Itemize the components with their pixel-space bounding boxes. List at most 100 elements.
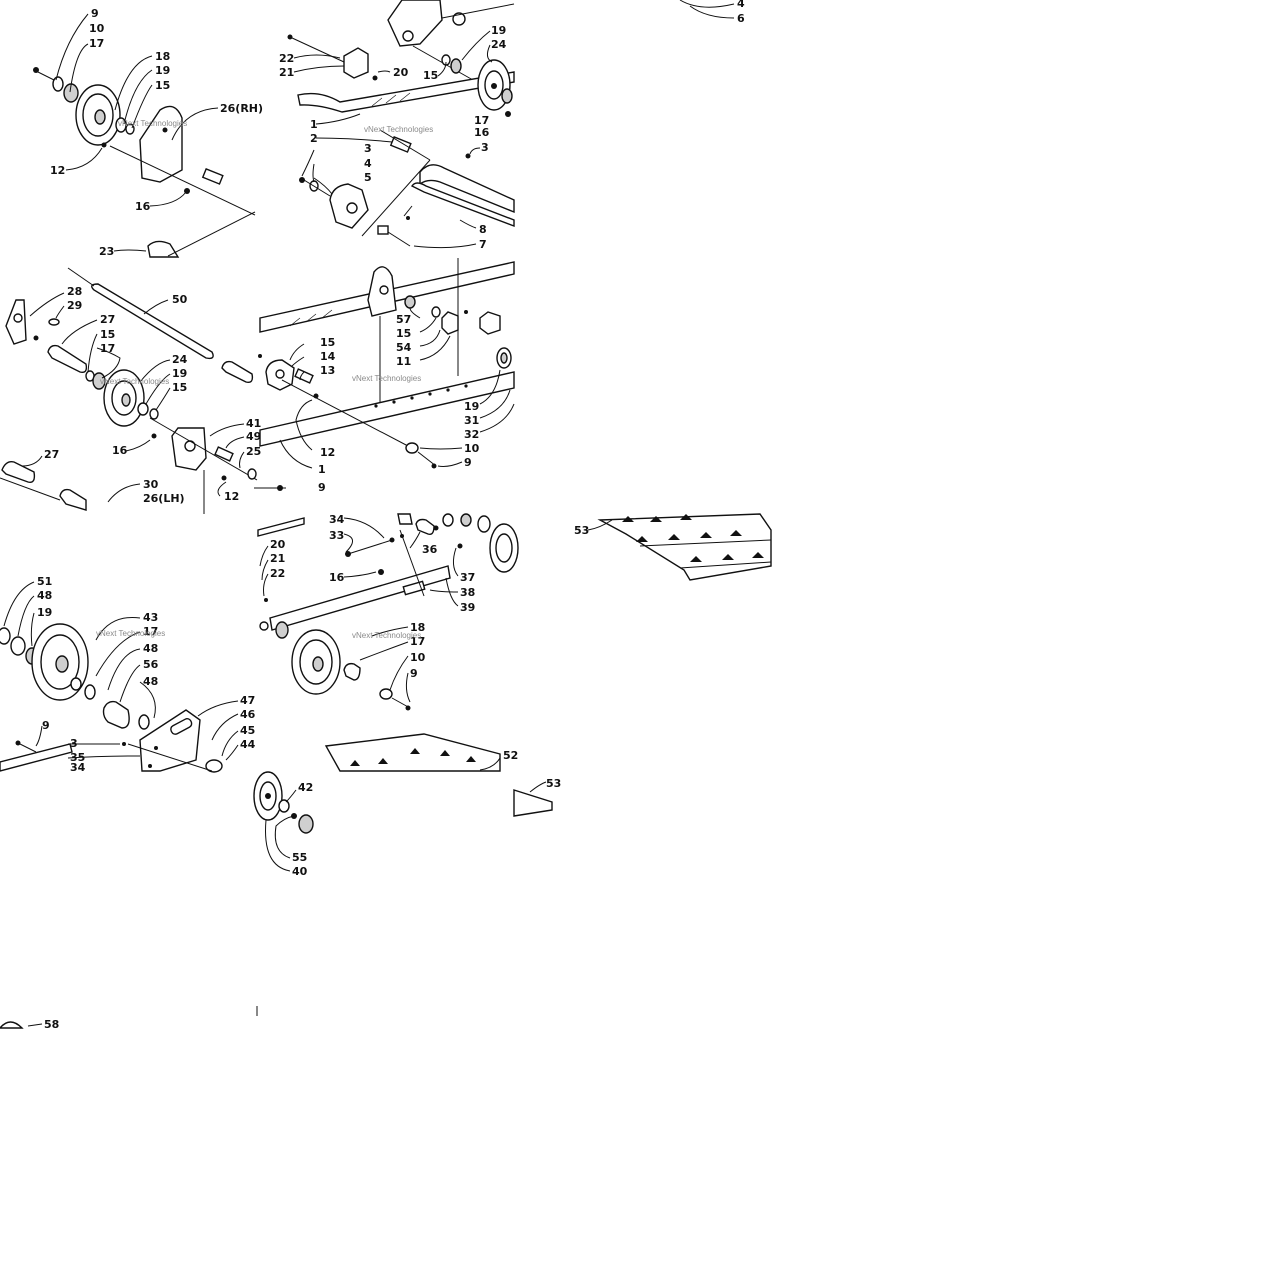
callout: 11	[396, 355, 411, 368]
callout: 3	[70, 737, 78, 750]
callout: 51	[37, 575, 52, 588]
watermark: vNext Technologies	[100, 377, 169, 386]
callout: 20	[393, 66, 409, 79]
callout: 52	[503, 749, 518, 762]
tile-track-right: 53	[574, 513, 772, 581]
callout: 56	[143, 658, 159, 671]
callout: 9	[410, 667, 418, 680]
tile-front-arm: 22 21 20 15 19 24 17 16 1 2 3 4 5 3 8 7 …	[279, 0, 515, 251]
callout: 45	[240, 724, 255, 737]
tile-bottom-left: 58	[0, 1006, 258, 1031]
callout: 42	[298, 781, 313, 794]
callout: 14	[320, 350, 336, 363]
callout: 50	[172, 293, 188, 306]
callout: 24	[172, 353, 188, 366]
callout: 17	[89, 37, 104, 50]
watermark: vNext Technologies	[118, 119, 187, 128]
callout: 26(RH)	[220, 102, 263, 115]
callout: 15	[155, 79, 170, 92]
callout: 36	[422, 543, 438, 556]
callout: 15	[172, 381, 187, 394]
rail-holes	[374, 384, 468, 408]
callout: 22	[279, 52, 294, 65]
callout: 18	[410, 621, 425, 634]
callout: 4	[364, 157, 372, 170]
callout: 16	[112, 444, 128, 457]
callout: 4	[737, 0, 745, 10]
callout: 15	[100, 328, 115, 341]
callout: 23	[99, 245, 114, 258]
callout: 16	[329, 571, 345, 584]
callout: 15	[320, 336, 335, 349]
callout: 29	[67, 299, 82, 312]
tile-bottom-wheel: 42 55 40	[253, 771, 314, 878]
callout: 9	[464, 456, 472, 469]
callout: 1	[318, 463, 326, 476]
callout: 8	[479, 223, 487, 236]
watermark: vNext Technologies	[364, 125, 433, 134]
callout: 18	[155, 50, 170, 63]
callout: 28	[67, 285, 82, 298]
callout: 15	[423, 69, 438, 82]
callout: 33	[329, 529, 344, 542]
callout: 6	[737, 12, 745, 25]
callout: 37	[460, 571, 475, 584]
callout: 16	[135, 200, 151, 213]
callout: 10	[464, 442, 480, 455]
callout: 34	[70, 761, 86, 774]
callout: 25	[246, 445, 261, 458]
callout: 17	[410, 635, 425, 648]
callout: 43	[143, 611, 158, 624]
callout: 47	[240, 694, 255, 707]
callout: 32	[464, 428, 479, 441]
callout: 57	[396, 313, 411, 326]
callout: 39	[460, 601, 475, 614]
watermark: vNext Technologies	[96, 629, 165, 638]
callout: 21	[279, 66, 294, 79]
callout: 9	[42, 719, 50, 732]
callout: 34	[329, 513, 345, 526]
callout: 16	[474, 126, 490, 139]
tile-top-right: 4 6	[679, 0, 745, 25]
callout: 55	[292, 851, 307, 864]
callout: 19	[37, 606, 52, 619]
tile-track-small: 53	[513, 777, 561, 817]
callout: 5	[364, 171, 372, 184]
callout: 21	[270, 552, 285, 565]
callout: 27	[100, 313, 115, 326]
callout: 58	[44, 1018, 59, 1031]
callout: 26(LH)	[143, 492, 185, 505]
callout: 30	[143, 478, 159, 491]
callout: 17	[100, 342, 115, 355]
callout: 7	[479, 238, 487, 251]
watermark: vNext Technologies	[352, 631, 421, 640]
callout: 13	[320, 364, 335, 377]
callout: 27	[44, 448, 59, 461]
callout: 1	[310, 118, 318, 131]
tile-center-shaft: 28 29 50 27 15 17 24 19 15 16 41 49 25 1…	[0, 267, 326, 514]
callout: 10	[410, 651, 426, 664]
callout: 40	[292, 865, 308, 878]
tile-track-bottom: 52	[324, 733, 518, 772]
track-lugs	[622, 514, 764, 562]
callout: 17	[143, 625, 158, 638]
callout: 48	[37, 589, 52, 602]
callout: 9	[91, 7, 99, 20]
callout: 54	[396, 341, 412, 354]
tile-front-idler: 9 10 17 18 19 15 26(RH) 12 16 23 vNext T…	[33, 7, 263, 258]
callout: 3	[481, 141, 489, 154]
callout: 24	[491, 38, 507, 51]
callout: 19	[464, 400, 479, 413]
tile-rear-rail: 34 33 36 20 21 22 16 37 38 39 18 17 10 9…	[257, 513, 519, 711]
tile-rear-wheel: 51 48 19 43 17 48 56 48 47 46 45 44 9 3 …	[0, 575, 256, 774]
callout: 38	[460, 586, 475, 599]
callout: 19	[172, 367, 187, 380]
callout: 12	[50, 164, 65, 177]
watermark: vNext Technologies	[352, 374, 421, 383]
callout: 31	[464, 414, 479, 427]
callout: 19	[491, 24, 506, 37]
callout: 20	[270, 538, 286, 551]
callout: 12	[224, 490, 239, 503]
callout: 53	[574, 524, 589, 537]
callout: 48	[143, 675, 158, 688]
